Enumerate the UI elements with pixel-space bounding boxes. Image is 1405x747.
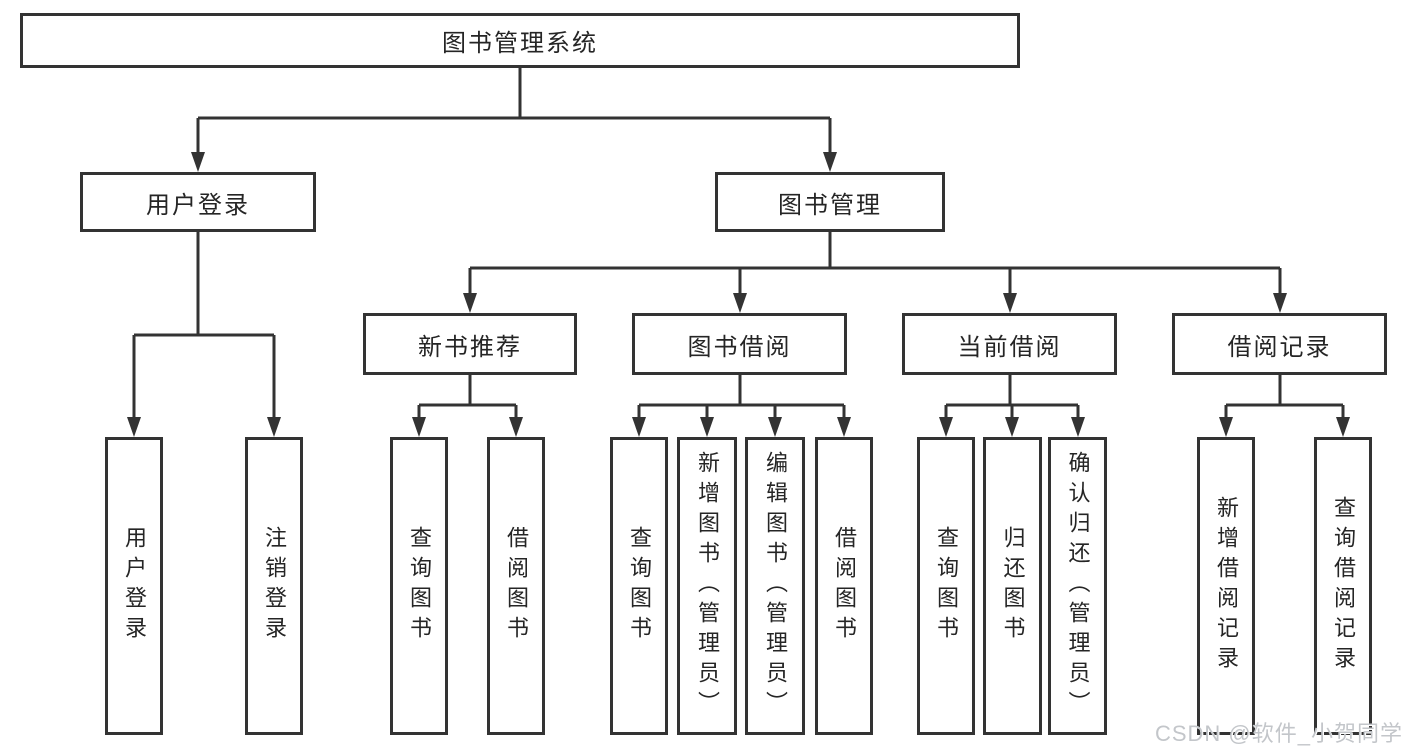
leaf-recommend-borrow-books-label: 借阅图书 — [504, 526, 529, 646]
leaf-current-query-books: 查询图书 — [917, 437, 975, 735]
leaf-add-book-admin: 新增图书（管理员） — [677, 437, 737, 735]
node-current-borrow: 当前借阅 — [902, 313, 1117, 375]
node-borrow-records: 借阅记录 — [1172, 313, 1387, 375]
csdn-watermark: CSDN @软件_小贺同学 — [1154, 721, 1403, 746]
connector-paths — [132, 68, 1345, 419]
node-book-management: 图书管理 — [715, 172, 945, 232]
leaf-recommend-borrow-books: 借阅图书 — [487, 437, 545, 735]
leaf-query-borrow-record-label: 查询借阅记录 — [1331, 496, 1356, 676]
leaf-add-book-admin-label: 新增图书（管理员） — [695, 451, 720, 721]
root-node: 图书管理系统 — [20, 13, 1020, 68]
leaf-borrow-books-label: 借阅图书 — [832, 526, 857, 646]
leaf-borrow-books: 借阅图书 — [815, 437, 873, 735]
node-new-book-recommend-label: 新书推荐 — [418, 333, 522, 361]
node-book-borrow-label: 图书借阅 — [687, 333, 792, 361]
leaf-add-borrow-record-label: 新增借阅记录 — [1214, 496, 1239, 676]
leaf-query-borrow-record: 查询借阅记录 — [1314, 437, 1372, 735]
leaf-logout-label: 注销登录 — [262, 526, 287, 646]
node-new-book-recommend: 新书推荐 — [363, 313, 577, 375]
leaf-user-login: 用户登录 — [105, 437, 163, 735]
leaf-borrow-query-books: 查询图书 — [610, 437, 668, 735]
leaf-confirm-return-admin: 确认归还（管理员） — [1048, 437, 1107, 735]
node-book-management-label: 图书管理 — [778, 191, 882, 219]
leaf-confirm-return-admin-label: 确认归还（管理员） — [1065, 451, 1091, 721]
leaf-recommend-query-books-label: 查询图书 — [407, 526, 432, 646]
node-user-login-label: 用户登录 — [146, 191, 250, 219]
node-current-borrow-label: 当前借阅 — [957, 333, 1062, 361]
leaf-add-borrow-record: 新增借阅记录 — [1197, 437, 1255, 735]
leaf-recommend-query-books: 查询图书 — [390, 437, 448, 735]
node-book-borrow: 图书借阅 — [632, 313, 847, 375]
leaf-edit-book-admin: 编辑图书（管理员） — [745, 437, 805, 735]
root-node-label: 图书管理系统 — [442, 30, 598, 57]
leaf-logout: 注销登录 — [245, 437, 303, 735]
leaf-user-login-label: 用户登录 — [122, 526, 147, 646]
node-user-login: 用户登录 — [80, 172, 316, 232]
leaf-return-books: 归还图书 — [983, 437, 1042, 735]
leaf-current-query-books-label: 查询图书 — [934, 526, 959, 646]
leaf-edit-book-admin-label: 编辑图书（管理员） — [763, 451, 788, 721]
leaf-borrow-query-books-label: 查询图书 — [627, 526, 652, 646]
arrowheads — [127, 152, 1350, 437]
node-borrow-records-label: 借阅记录 — [1227, 333, 1332, 361]
leaf-return-books-label: 归还图书 — [1000, 526, 1026, 646]
